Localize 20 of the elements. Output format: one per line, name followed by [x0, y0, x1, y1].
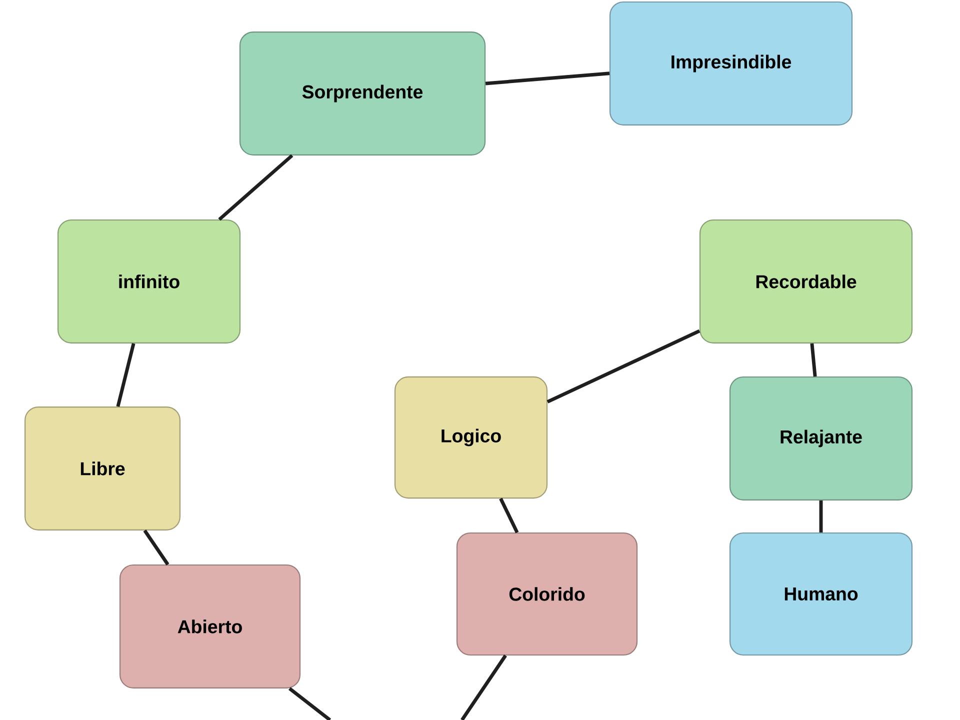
concept-box: Impresindible: [609, 2, 853, 126]
connector-line: [218, 154, 294, 221]
concept-box: Colorido: [456, 532, 638, 656]
connector-line: [485, 72, 610, 86]
concept-box: Relajante: [729, 376, 913, 500]
concept-box: infinito: [57, 220, 241, 344]
connector-line: [116, 343, 136, 407]
connector-line: [143, 530, 170, 566]
connector-line: [460, 654, 507, 720]
concept-box: Sorprendente: [239, 32, 486, 156]
connector-line: [819, 500, 823, 532]
connector-line: [288, 687, 332, 720]
concept-box: Recordable: [699, 220, 913, 344]
connector-line: [499, 498, 519, 534]
concept-box: Abierto: [119, 564, 301, 688]
connector-line: [810, 343, 817, 377]
concept-box: Logico: [394, 376, 548, 499]
concept-box: Libre: [24, 406, 180, 530]
concept-box: Humano: [729, 532, 913, 656]
connector-line: [546, 329, 700, 404]
